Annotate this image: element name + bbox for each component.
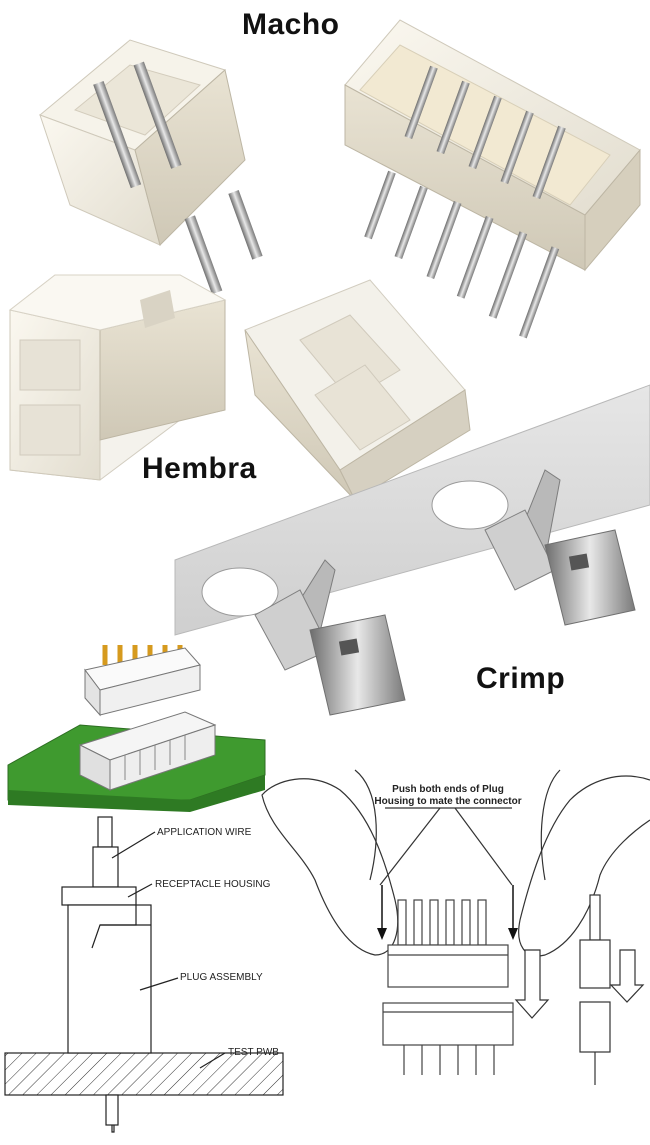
receptacle-housing-label: RECEPTACLE HOUSING (155, 879, 271, 890)
crimp-label: Crimp (476, 662, 566, 695)
application-wire-label: APPLICATION WIRE (157, 827, 252, 838)
female-housing-rear-image (244, 279, 471, 501)
male-label: Macho (242, 8, 340, 41)
plug-assembly-label: PLUG ASSEMBLY (180, 972, 263, 983)
pcb-mating-illustration (7, 645, 266, 812)
female-label: Hembra (142, 452, 257, 485)
cross-section-diagram (4, 816, 284, 1133)
test-pwb-label: TEST PWB (228, 1047, 279, 1058)
male-connector-6pin-image (344, 19, 641, 339)
mating-instruction-diagram (261, 769, 650, 1085)
instruction-line-2: Housing to mate the connector (374, 796, 521, 807)
female-housing-front-image (8, 274, 227, 481)
male-connector-2pin-image (39, 39, 263, 295)
instruction-line-1: Push both ends of Plug (392, 784, 504, 795)
crimp-terminal-strip-image (174, 384, 650, 716)
